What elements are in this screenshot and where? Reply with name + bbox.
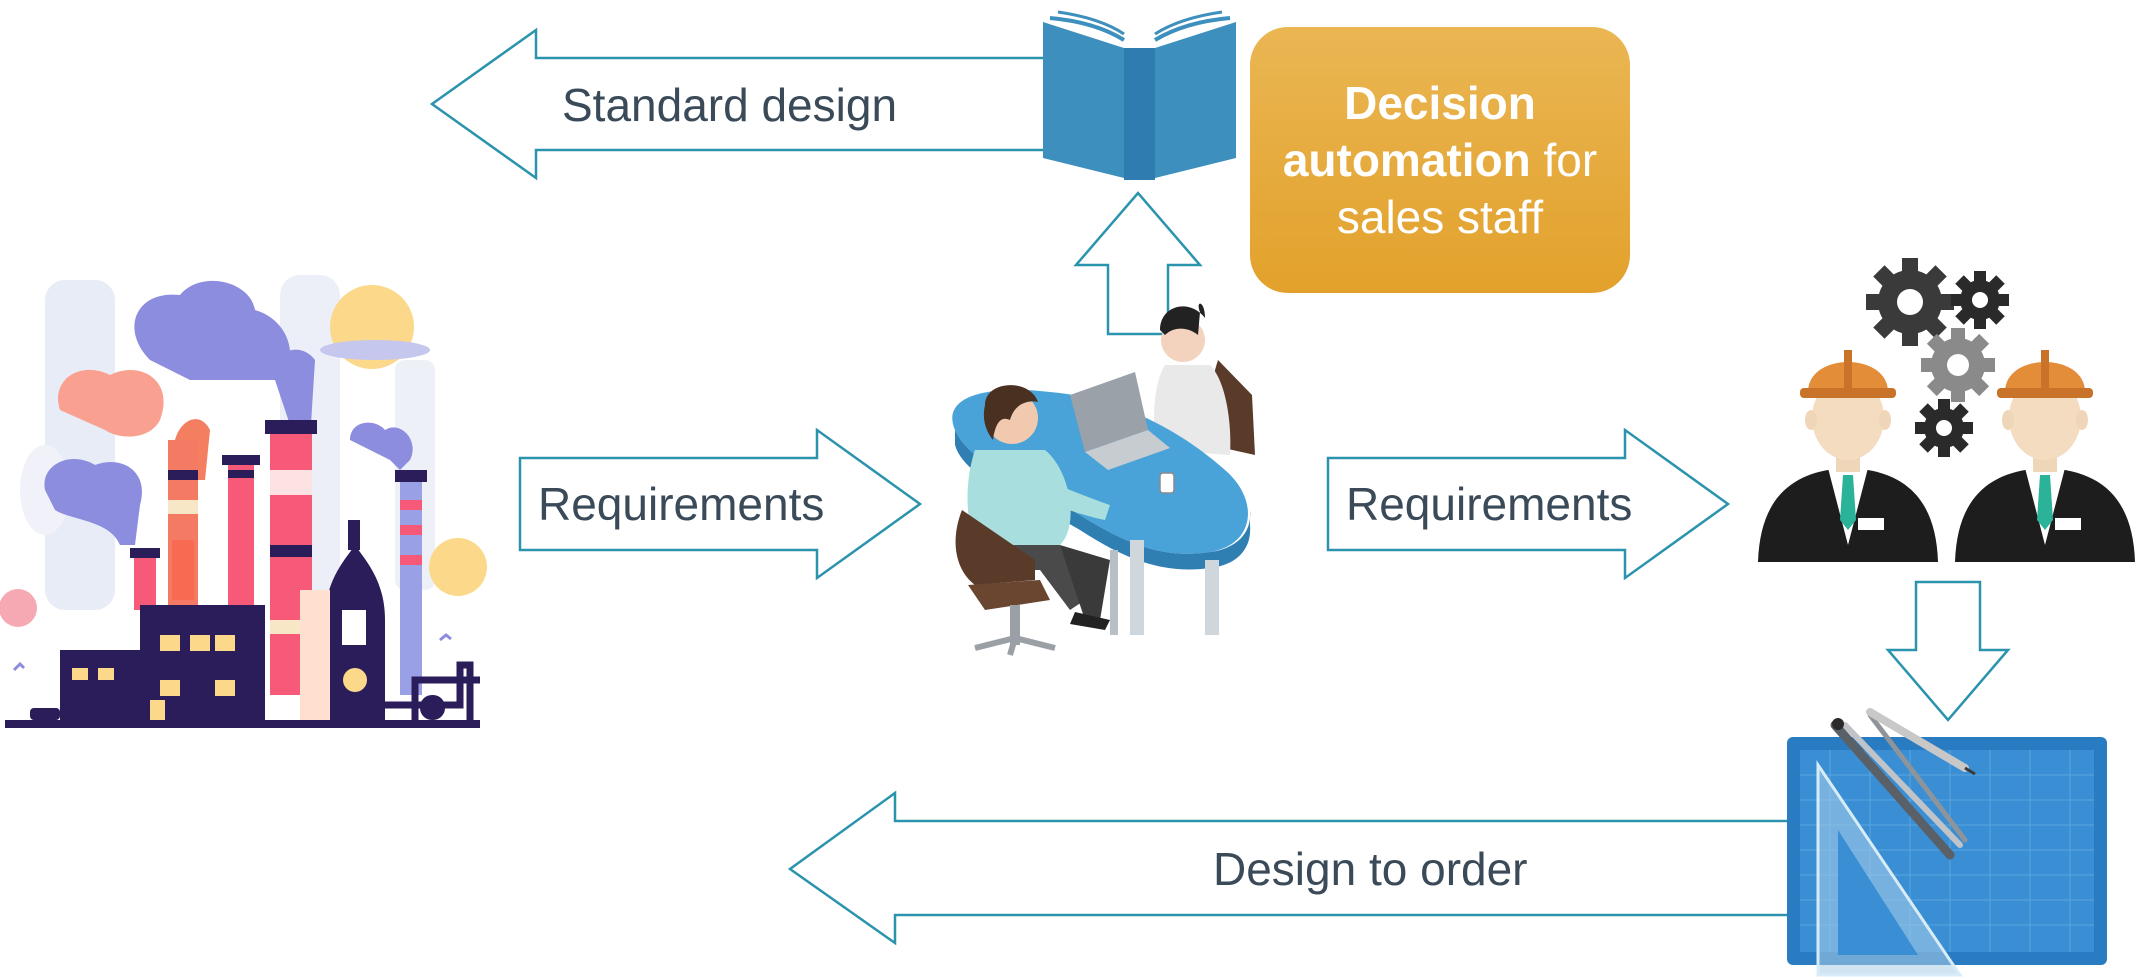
callout-line2-bold: automation xyxy=(1282,133,1531,186)
callout-line3: sales staff xyxy=(1336,190,1544,243)
arrow-design-to-order xyxy=(787,790,1787,946)
decision-automation-callout: Decision automation for sales staff xyxy=(1250,27,1630,293)
label-requirements-right: Requirements xyxy=(1346,478,1632,530)
book-icon xyxy=(1043,10,1236,180)
arrow-requirements-right xyxy=(1326,427,1731,581)
callout-line1-bold: Decision xyxy=(1344,76,1536,129)
callout-line2-rest: for xyxy=(1530,133,1598,186)
callout-text: Decision automation for sales staff xyxy=(1283,75,1597,246)
arrow-standard-design xyxy=(429,27,1043,181)
label-standard-design: Standard design xyxy=(562,79,897,131)
gears-icon xyxy=(1866,258,2009,457)
factory-icon xyxy=(0,275,487,728)
label-requirements-left: Requirements xyxy=(538,478,824,530)
engineers-icon xyxy=(1758,350,2135,562)
arrow-requirements-left xyxy=(518,427,923,581)
meeting-icon xyxy=(952,303,1255,656)
blueprint-icon xyxy=(1787,708,2107,977)
label-design-to-order: Design to order xyxy=(1213,843,1528,895)
arrow-down xyxy=(1885,580,2011,722)
